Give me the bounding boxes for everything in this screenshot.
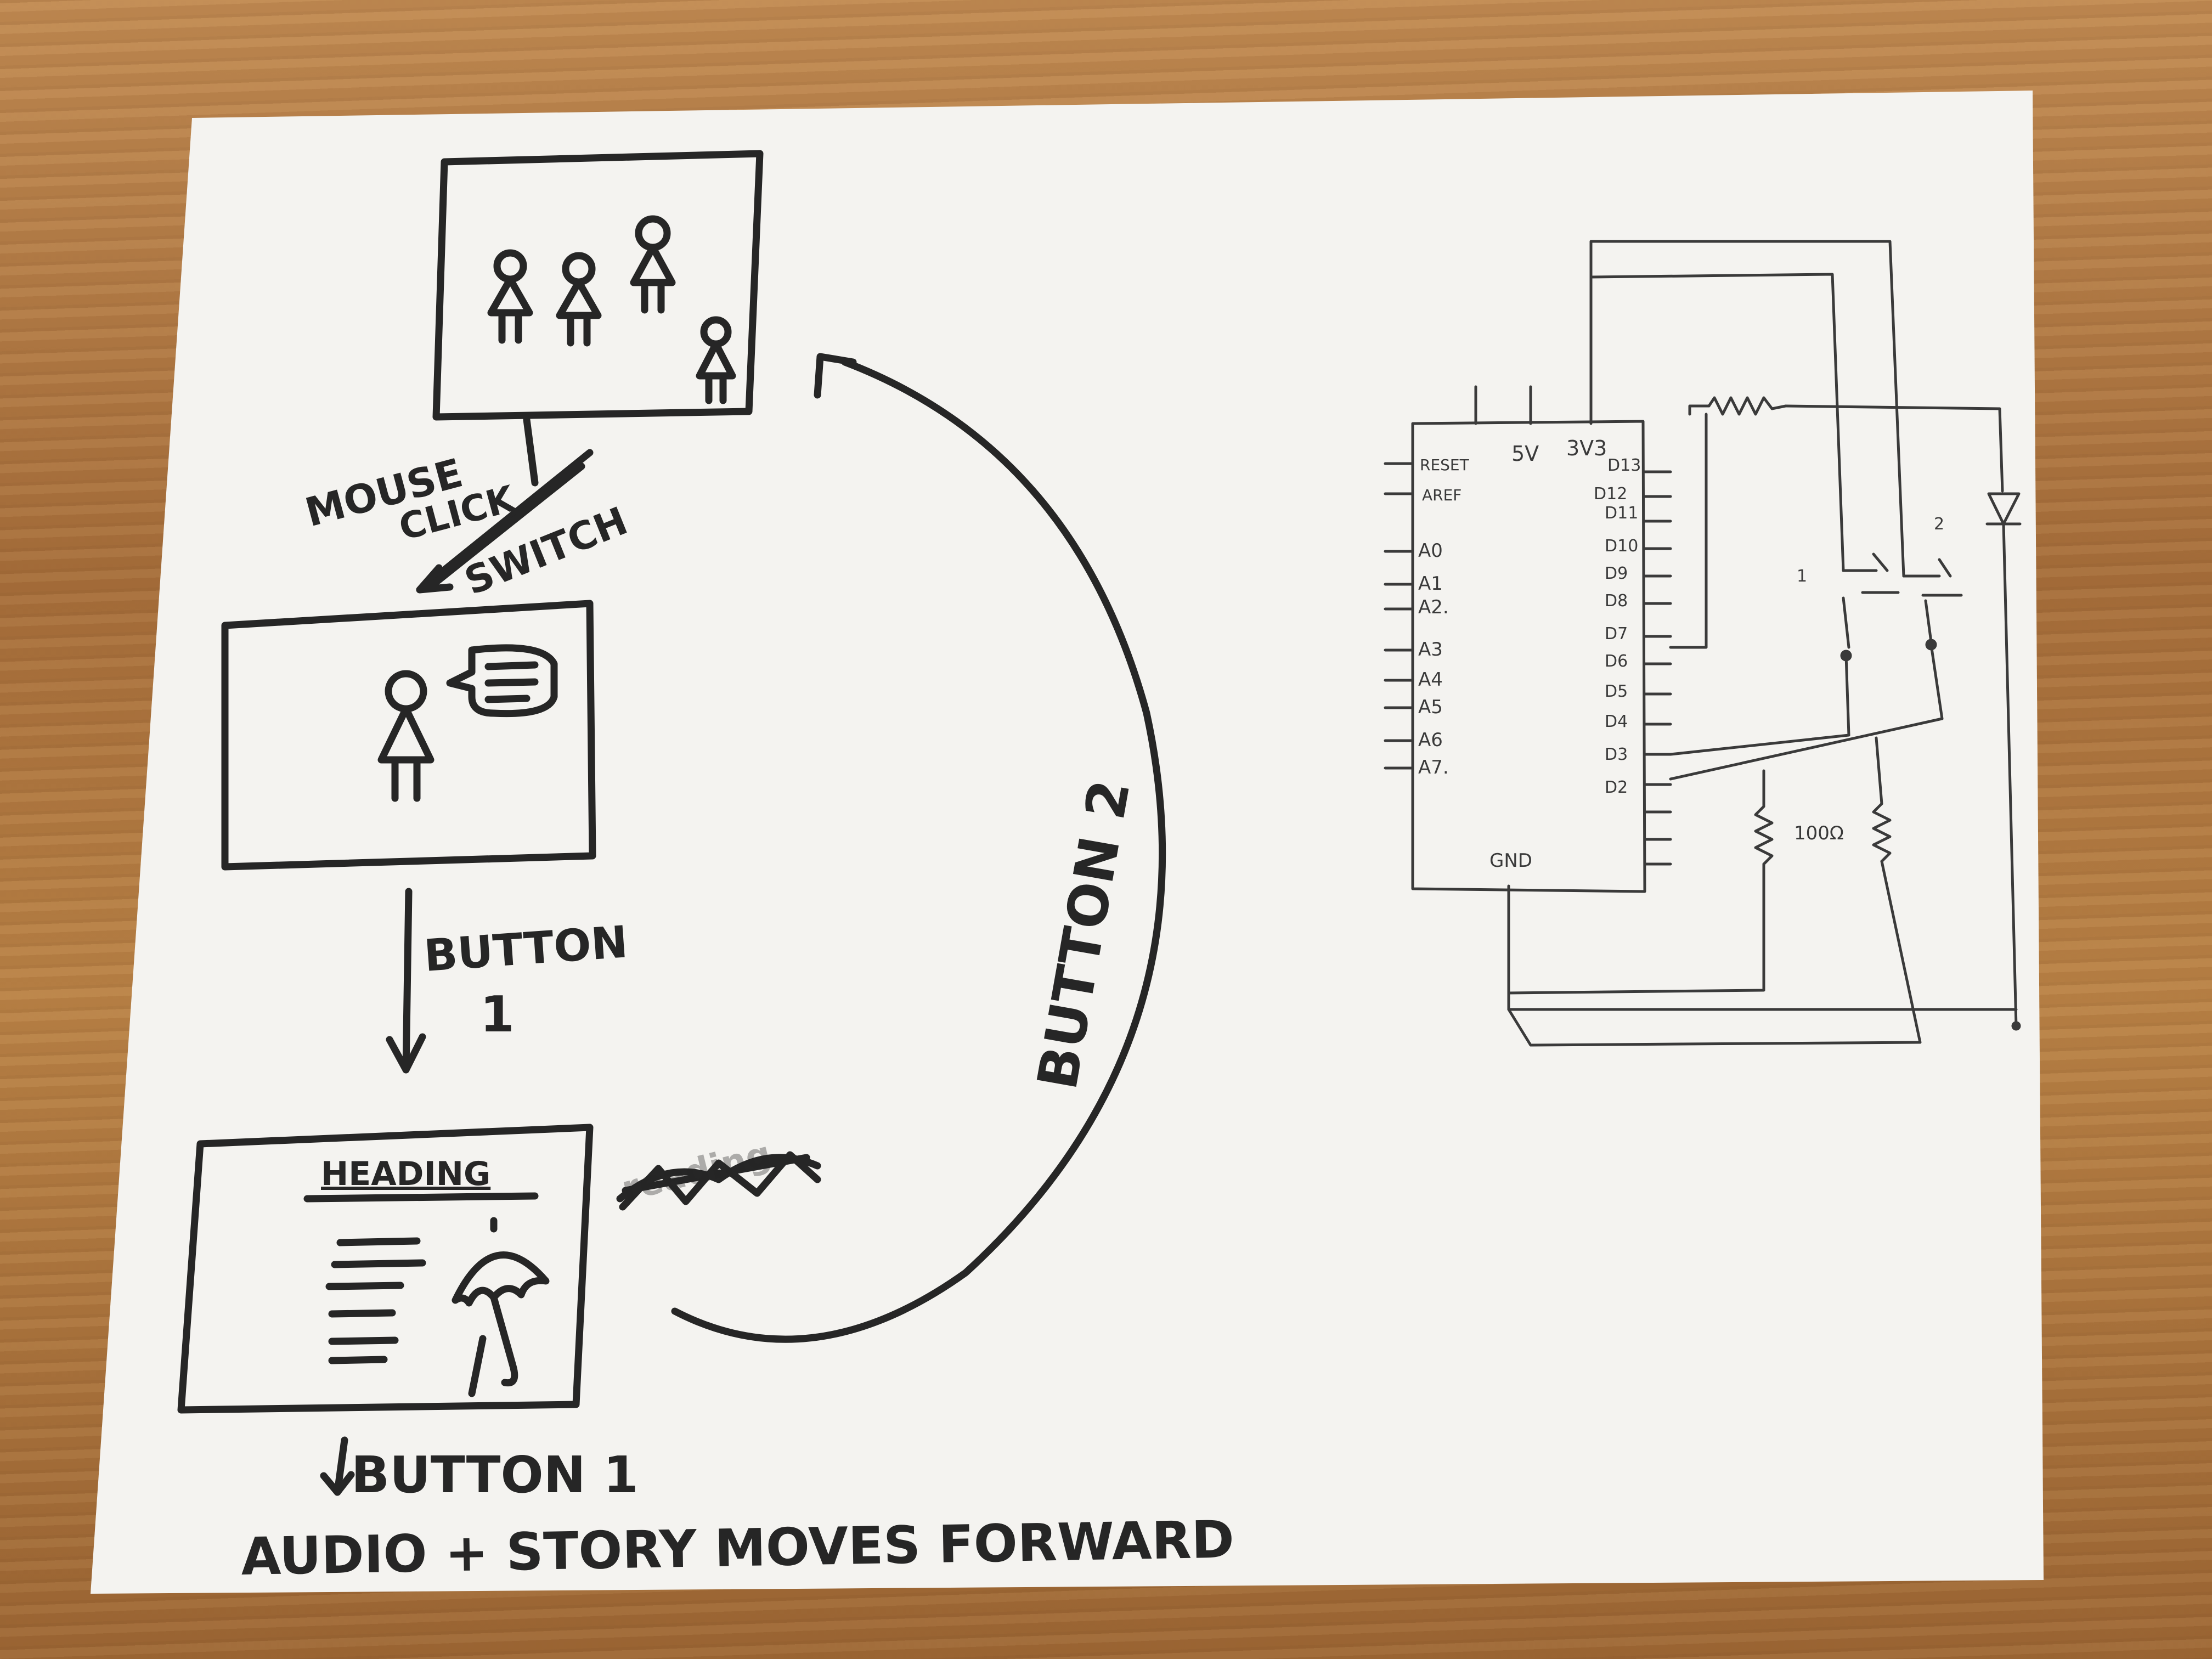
- storyboard-screen-2: [221, 600, 596, 871]
- pin-d9: D9: [1605, 564, 1628, 583]
- pin-3v3: 3V3: [1566, 436, 1607, 460]
- pin-d10: D10: [1605, 537, 1638, 556]
- resistor-pulldown-1: [1754, 805, 1774, 866]
- right-pin-labels: D13 D12 D11 D10 D9 D8 D7 D6 D5 D4 D3 D2: [1594, 456, 1641, 797]
- person-icon: [377, 670, 435, 802]
- circuit-schematic: [1384, 240, 2022, 1047]
- person-icon: [487, 249, 533, 344]
- pin-a0: A0: [1418, 540, 1443, 562]
- pin-gnd: GND: [1489, 850, 1532, 872]
- left-pin-labels: RESET AREF A0 A1 A2. A3 A4 A5 A6 A7.: [1418, 456, 1470, 778]
- person-icon: [696, 316, 736, 404]
- pin-a5: A5: [1418, 696, 1443, 718]
- bottom-button-1-label: BUTTON 1: [351, 1446, 639, 1504]
- resistor-pulldown-2: [1872, 802, 1892, 863]
- switch-2-label: 2: [1934, 515, 1944, 534]
- pin-reset: RESET: [1420, 456, 1470, 474]
- pin-5v: 5V: [1511, 442, 1539, 466]
- pin-a6: A6: [1418, 729, 1443, 751]
- speech-bubble-icon: [446, 644, 558, 718]
- resistor-top: [1707, 396, 1787, 416]
- screen-3-heading: HEADING: [321, 1155, 490, 1193]
- switch-1-label: 1: [1797, 567, 1807, 586]
- pin-a4: A4: [1418, 669, 1443, 691]
- resistor-value-label: 100Ω: [1794, 822, 1844, 844]
- button-2-loop-arrow: [671, 353, 1166, 1343]
- button-1-down-arrow: [386, 888, 426, 1074]
- pin-d4: D4: [1605, 712, 1628, 731]
- pin-a3: A3: [1418, 639, 1443, 661]
- heading-underline: [303, 1192, 539, 1203]
- pin-d7: D7: [1605, 624, 1628, 644]
- person-icon: [556, 252, 602, 347]
- pin-a2: A2.: [1418, 596, 1449, 618]
- storyboard-screen-3: [177, 1124, 594, 1414]
- mouse-click-arrow: [416, 416, 594, 594]
- screen-1-frame: [432, 150, 764, 421]
- storyboard-screen-1: [432, 150, 764, 421]
- pin-d5: D5: [1605, 682, 1628, 701]
- screen-3-frame: [177, 1124, 594, 1414]
- bottom-down-arrow: [320, 1436, 355, 1496]
- microcontroller-board: [1411, 420, 1646, 893]
- pin-a1: A1: [1418, 573, 1443, 595]
- person-icon: [630, 215, 676, 314]
- umbrella-icon: [452, 1217, 550, 1397]
- top-pin-labels: 5V 3V3: [1511, 436, 1607, 466]
- pin-aref: AREF: [1422, 486, 1462, 504]
- pin-d6: D6: [1605, 652, 1628, 671]
- pin-a7: A7.: [1418, 757, 1449, 778]
- pin-d13: D13: [1607, 456, 1641, 475]
- text-lines-icon: [325, 1237, 426, 1364]
- scribbled-word: [616, 1151, 821, 1211]
- screen-2-frame: [221, 600, 596, 871]
- pin-d11: D11: [1605, 504, 1638, 523]
- button-1-number: 1: [480, 986, 515, 1043]
- pin-d8: D8: [1605, 591, 1628, 611]
- pin-d2: D2: [1605, 778, 1628, 797]
- pin-d12: D12: [1594, 484, 1627, 504]
- pin-d3: D3: [1605, 745, 1628, 764]
